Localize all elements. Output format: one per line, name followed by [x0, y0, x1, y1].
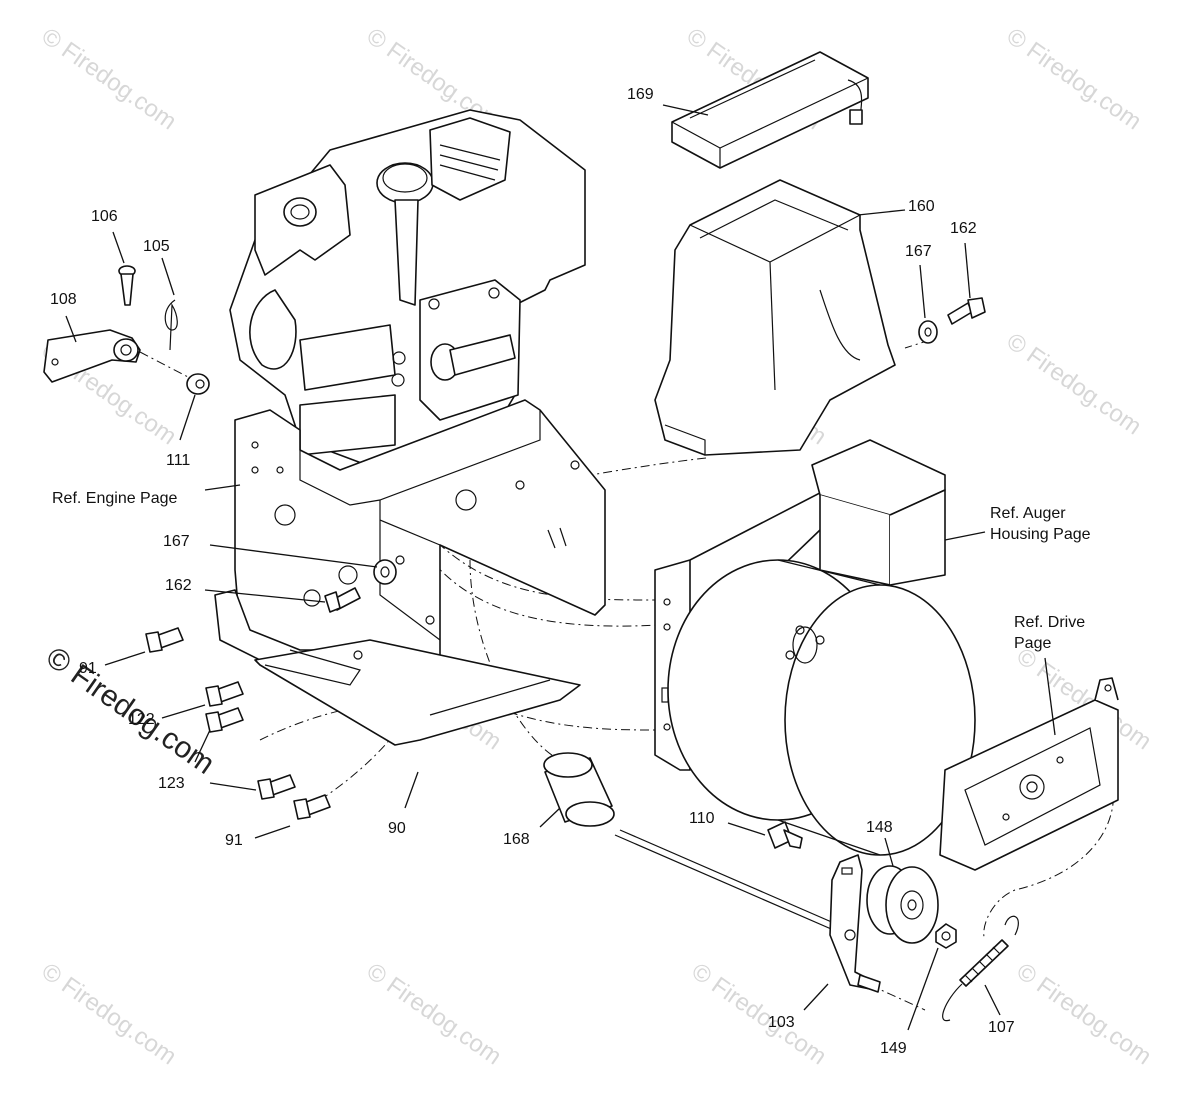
callout-167-top: 167: [905, 243, 932, 260]
part-167-washer-top: [918, 320, 938, 344]
part-123-bolt: [205, 707, 244, 733]
auger-housing: [654, 439, 976, 856]
part-91-bolt-lower-b: [293, 794, 331, 820]
part-167-washer-left: [373, 559, 397, 585]
callout-167-left: 167: [163, 533, 190, 550]
part-160-chute-housing: [654, 179, 896, 456]
watermark: © Firedog.com: [1012, 958, 1157, 1071]
part-107-extension-spring: [942, 915, 1019, 1022]
part-148-idler-pulley: [866, 865, 939, 944]
callout-91-upper: 91: [79, 660, 97, 677]
part-149-hex-nut: [935, 923, 957, 949]
callout-123: 123: [158, 775, 185, 792]
ref-auger-line2: Housing Page: [990, 526, 1091, 543]
part-91-bolt-upper: [145, 627, 184, 653]
part-110-shoulder-bolt: [767, 821, 803, 849]
part-169-cover: [671, 51, 869, 169]
part-108-bracket: [43, 329, 141, 383]
callout-122: 122: [128, 711, 155, 728]
callout-106: 106: [91, 208, 118, 225]
ref-drive-line1: Ref. Drive: [1014, 614, 1085, 631]
watermark: © Firedog.com: [1002, 23, 1147, 136]
watermark: © Firedog.com: [37, 23, 182, 136]
part-106-clevis-pin: [118, 265, 136, 306]
callout-111: 111: [166, 452, 190, 469]
callout-103: 103: [768, 1014, 795, 1031]
ref-auger-line1: Ref. Auger: [990, 505, 1066, 522]
drive-plate: [939, 677, 1119, 871]
part-105-hairpin-clip: [164, 299, 178, 351]
part-103-idler-arm: [614, 829, 881, 993]
callout-169: 169: [627, 86, 654, 103]
part-162-bolt-top: [947, 297, 986, 325]
leader-lines: [65, 104, 1056, 1031]
callout-90: 90: [388, 820, 406, 837]
watermark: © Firedog.com: [1002, 328, 1147, 441]
callout-149: 149: [880, 1040, 907, 1057]
watermark: © Firedog.com: [37, 958, 182, 1071]
callout-148: 148: [866, 819, 893, 836]
callout-labels: 169 160 162 167 106 105 108 111 167 162 …: [50, 86, 1015, 1057]
ref-drive-line2: Page: [1014, 635, 1051, 652]
callout-107: 107: [988, 1019, 1015, 1036]
engine-mounting-frame: [214, 399, 606, 746]
callout-160: 160: [908, 198, 935, 215]
watermark: © Firedog.com: [687, 958, 832, 1071]
part-111-washer: [186, 373, 210, 395]
callout-91-lower: 91: [225, 832, 243, 849]
part-162-bolt-left: [324, 587, 361, 613]
callout-108: 108: [50, 291, 77, 308]
part-168-spacer: [543, 752, 615, 827]
ref-engine-page: Ref. Engine Page: [52, 490, 178, 507]
callout-168: 168: [503, 831, 530, 848]
callout-162-left: 162: [165, 577, 192, 594]
callout-162-top: 162: [950, 220, 977, 237]
reference-labels: Ref. Engine Page Ref. Auger Housing Page…: [52, 490, 1091, 652]
callout-110: 110: [689, 810, 715, 827]
engine-assembly: [229, 109, 586, 471]
part-91-bolt-lower-a: [257, 774, 296, 800]
watermark: © Firedog.com: [362, 958, 507, 1071]
part-122-bolt: [205, 681, 244, 707]
callout-105: 105: [143, 238, 170, 255]
